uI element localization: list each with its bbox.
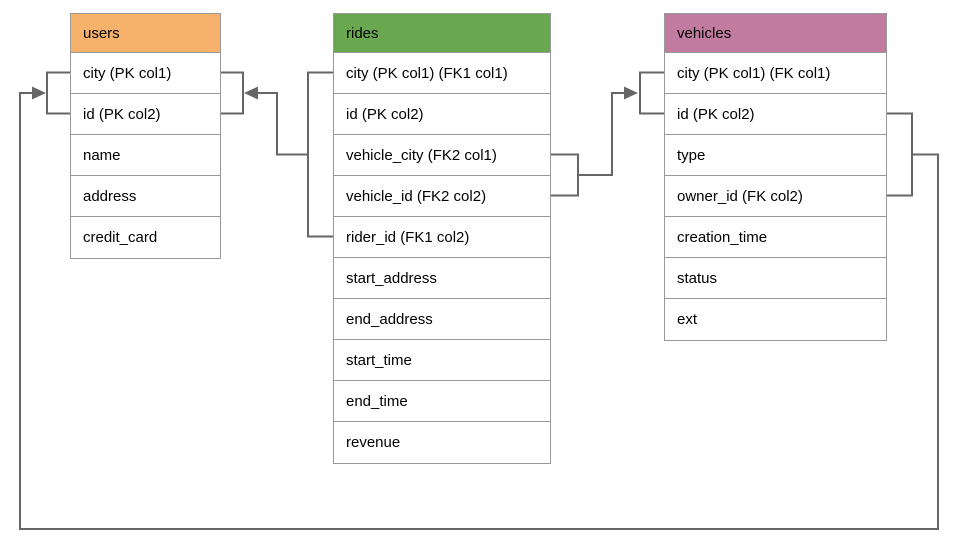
table-row[interactable]: city (PK col1) (FK1 col1) <box>334 53 550 94</box>
column-label: city (PK col1) <box>83 64 172 82</box>
table-row[interactable]: city (PK col1) <box>71 53 220 94</box>
rides-left-bracket <box>307 71 333 238</box>
vehicles-users-loop-shaft <box>19 92 939 530</box>
column-label: address <box>83 187 137 205</box>
column-label: creation_time <box>677 228 768 246</box>
table-row[interactable]: vehicle_city (FK2 col1) <box>334 135 550 176</box>
arrowhead-right-icon <box>32 86 46 100</box>
rides-table-rows: city (PK col1) (FK1 col1) id (PK col2) veh… <box>334 53 550 463</box>
users-table[interactable]: users city (PK col1) id (PK col2) name addr… <box>70 13 221 259</box>
table-title: users <box>83 24 120 42</box>
column-label: revenue <box>346 434 401 451</box>
table-row[interactable]: id (PK col2) <box>334 94 550 135</box>
arrowhead-left-icon <box>244 86 258 100</box>
column-label: city (PK col1) (FK col1) <box>677 64 831 82</box>
fk-rides-to-users-connector[interactable] <box>221 71 333 238</box>
column-label: end_time <box>346 392 408 410</box>
column-label: credit_card <box>83 229 158 246</box>
table-row[interactable]: credit_card <box>71 217 220 258</box>
table-row[interactable]: owner_id (FK col2) <box>665 176 886 217</box>
column-label: id (PK col2) <box>346 105 424 123</box>
vehicles-table-header[interactable]: vehicles <box>665 14 886 53</box>
column-label: vehicle_id (FK2 col2) <box>346 187 487 205</box>
rides-right-bracket <box>551 153 579 197</box>
fk-vehicles-to-users-connector[interactable] <box>19 71 939 530</box>
rides-table-header[interactable]: rides <box>334 14 550 53</box>
table-row[interactable]: start_time <box>334 340 550 381</box>
column-label: start_time <box>346 351 412 369</box>
column-label: ext <box>677 311 698 328</box>
rides-users-shaft <box>258 92 308 156</box>
table-title: vehicles <box>677 24 732 42</box>
table-row[interactable]: id (PK col2) <box>665 94 886 135</box>
table-row[interactable]: id (PK col2) <box>71 94 220 135</box>
fk-rides-to-vehicles-connector[interactable] <box>551 71 664 197</box>
column-label: rider_id (FK1 col2) <box>346 228 470 246</box>
vehicles-table-rows: city (PK col1) (FK col1) id (PK col2) type… <box>665 53 886 340</box>
table-row[interactable]: creation_time <box>665 217 886 258</box>
vehicles-left-bracket <box>639 71 664 115</box>
table-row[interactable]: end_address <box>334 299 550 340</box>
table-row[interactable]: vehicle_id (FK2 col2) <box>334 176 550 217</box>
table-row[interactable]: type <box>665 135 886 176</box>
table-row[interactable]: rider_id (FK1 col2) <box>334 217 550 258</box>
column-label: id (PK col2) <box>83 105 161 123</box>
table-row[interactable]: ext <box>665 299 886 340</box>
column-label: end_address <box>346 310 433 328</box>
column-label: start_address <box>346 269 437 287</box>
column-label: name <box>83 146 121 164</box>
arrowhead-right-icon <box>624 86 638 100</box>
table-row[interactable]: revenue <box>334 422 550 463</box>
column-label: status <box>677 269 718 287</box>
table-row[interactable]: name <box>71 135 220 176</box>
users-table-header[interactable]: users <box>71 14 220 53</box>
table-row[interactable]: address <box>71 176 220 217</box>
vehicles-right-bracket <box>887 112 913 197</box>
vehicles-table[interactable]: vehicles city (PK col1) (FK col1) id (PK … <box>664 13 887 341</box>
table-row[interactable]: city (PK col1) (FK col1) <box>665 53 886 94</box>
column-label: vehicle_city (FK2 col1) <box>346 146 497 164</box>
column-label: city (PK col1) (FK1 col1) <box>346 64 508 82</box>
column-label: owner_id (FK col2) <box>677 187 803 205</box>
table-row[interactable]: status <box>665 258 886 299</box>
table-title: rides <box>346 24 379 42</box>
column-label: id (PK col2) <box>677 105 755 123</box>
users-table-rows: city (PK col1) id (PK col2) name address cre… <box>71 53 220 258</box>
rides-table[interactable]: rides city (PK col1) (FK1 col1) id (PK co… <box>333 13 551 464</box>
users-left-bracket <box>46 71 70 115</box>
users-right-bracket <box>221 71 244 115</box>
table-row[interactable]: end_time <box>334 381 550 422</box>
table-row[interactable]: start_address <box>334 258 550 299</box>
rides-vehicles-shaft <box>578 92 624 176</box>
column-label: type <box>677 146 706 164</box>
